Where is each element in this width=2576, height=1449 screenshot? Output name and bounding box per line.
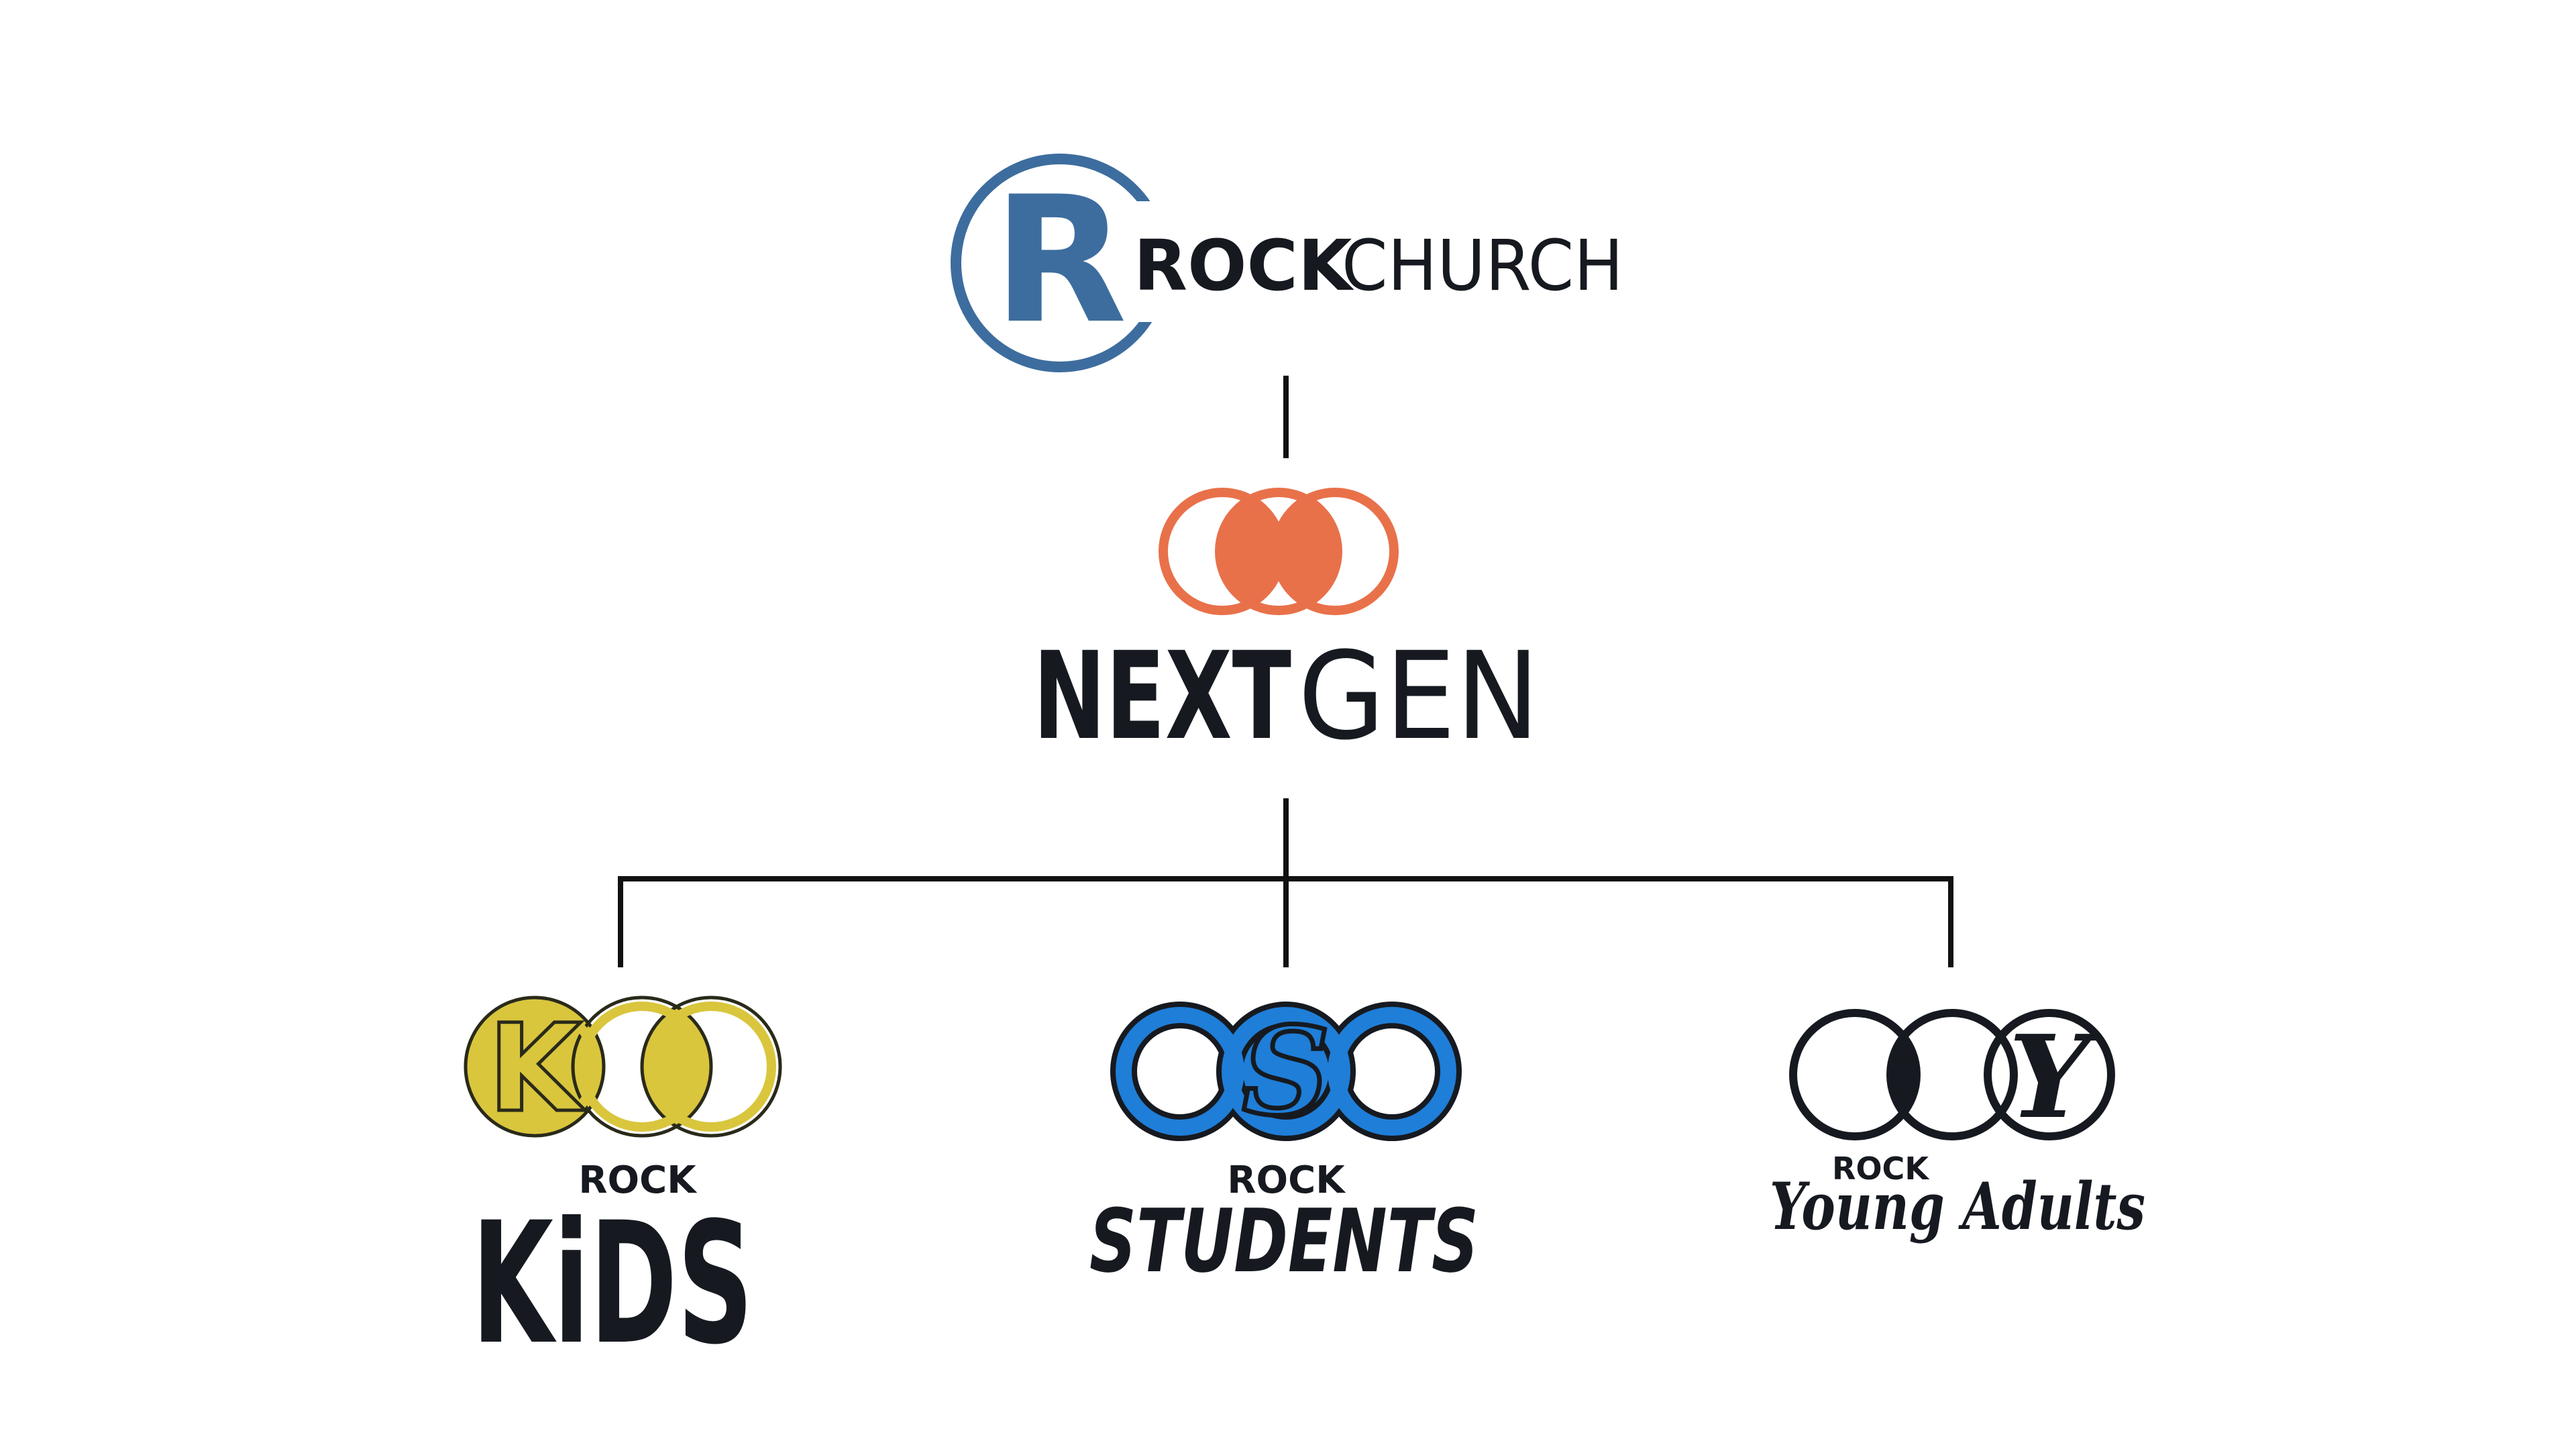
rock-students-logo: S ROCK STUDENTS xyxy=(1089,999,1479,1293)
rock-church-logo: R ROCK CHURCH xyxy=(951,154,1623,372)
rock-church-word-light: CHURCH xyxy=(1342,225,1623,307)
nextgen-word-light: GEN xyxy=(1298,627,1540,767)
rock-church-monogram: R xyxy=(993,160,1127,362)
rock-church-word-bold: ROCK xyxy=(1134,225,1354,307)
young-adults-rings-icon xyxy=(1789,1009,2115,1140)
kids-monogram: K xyxy=(488,999,585,1139)
kids-rock-label: ROCK xyxy=(578,1159,698,1202)
young-adults-name-label: Young Adults xyxy=(1770,1169,2145,1244)
students-name-label: STUDENTS xyxy=(1089,1190,1479,1292)
students-rock-label: ROCK xyxy=(1227,1159,1346,1202)
young-adults-rock-label: ROCK xyxy=(1832,1150,1930,1187)
students-monogram: S xyxy=(1242,1001,1330,1142)
young-adults-monogram: Y xyxy=(2008,1010,2099,1144)
nextgen-rings-icon xyxy=(1159,488,1399,615)
nextgen-logo: NEXT GEN xyxy=(1033,488,1540,767)
students-rings-icon xyxy=(1110,1002,1462,1141)
connector-lines xyxy=(618,376,1953,967)
rock-kids-logo: K ROCK KiDS xyxy=(464,996,782,1381)
kids-name-label: KiDS xyxy=(472,1186,753,1381)
nextgen-word-bold: NEXT xyxy=(1033,627,1291,767)
kids-rings-icon xyxy=(464,996,782,1138)
rock-young-adults-logo: Y ROCK Young Adults xyxy=(1770,1009,2145,1244)
